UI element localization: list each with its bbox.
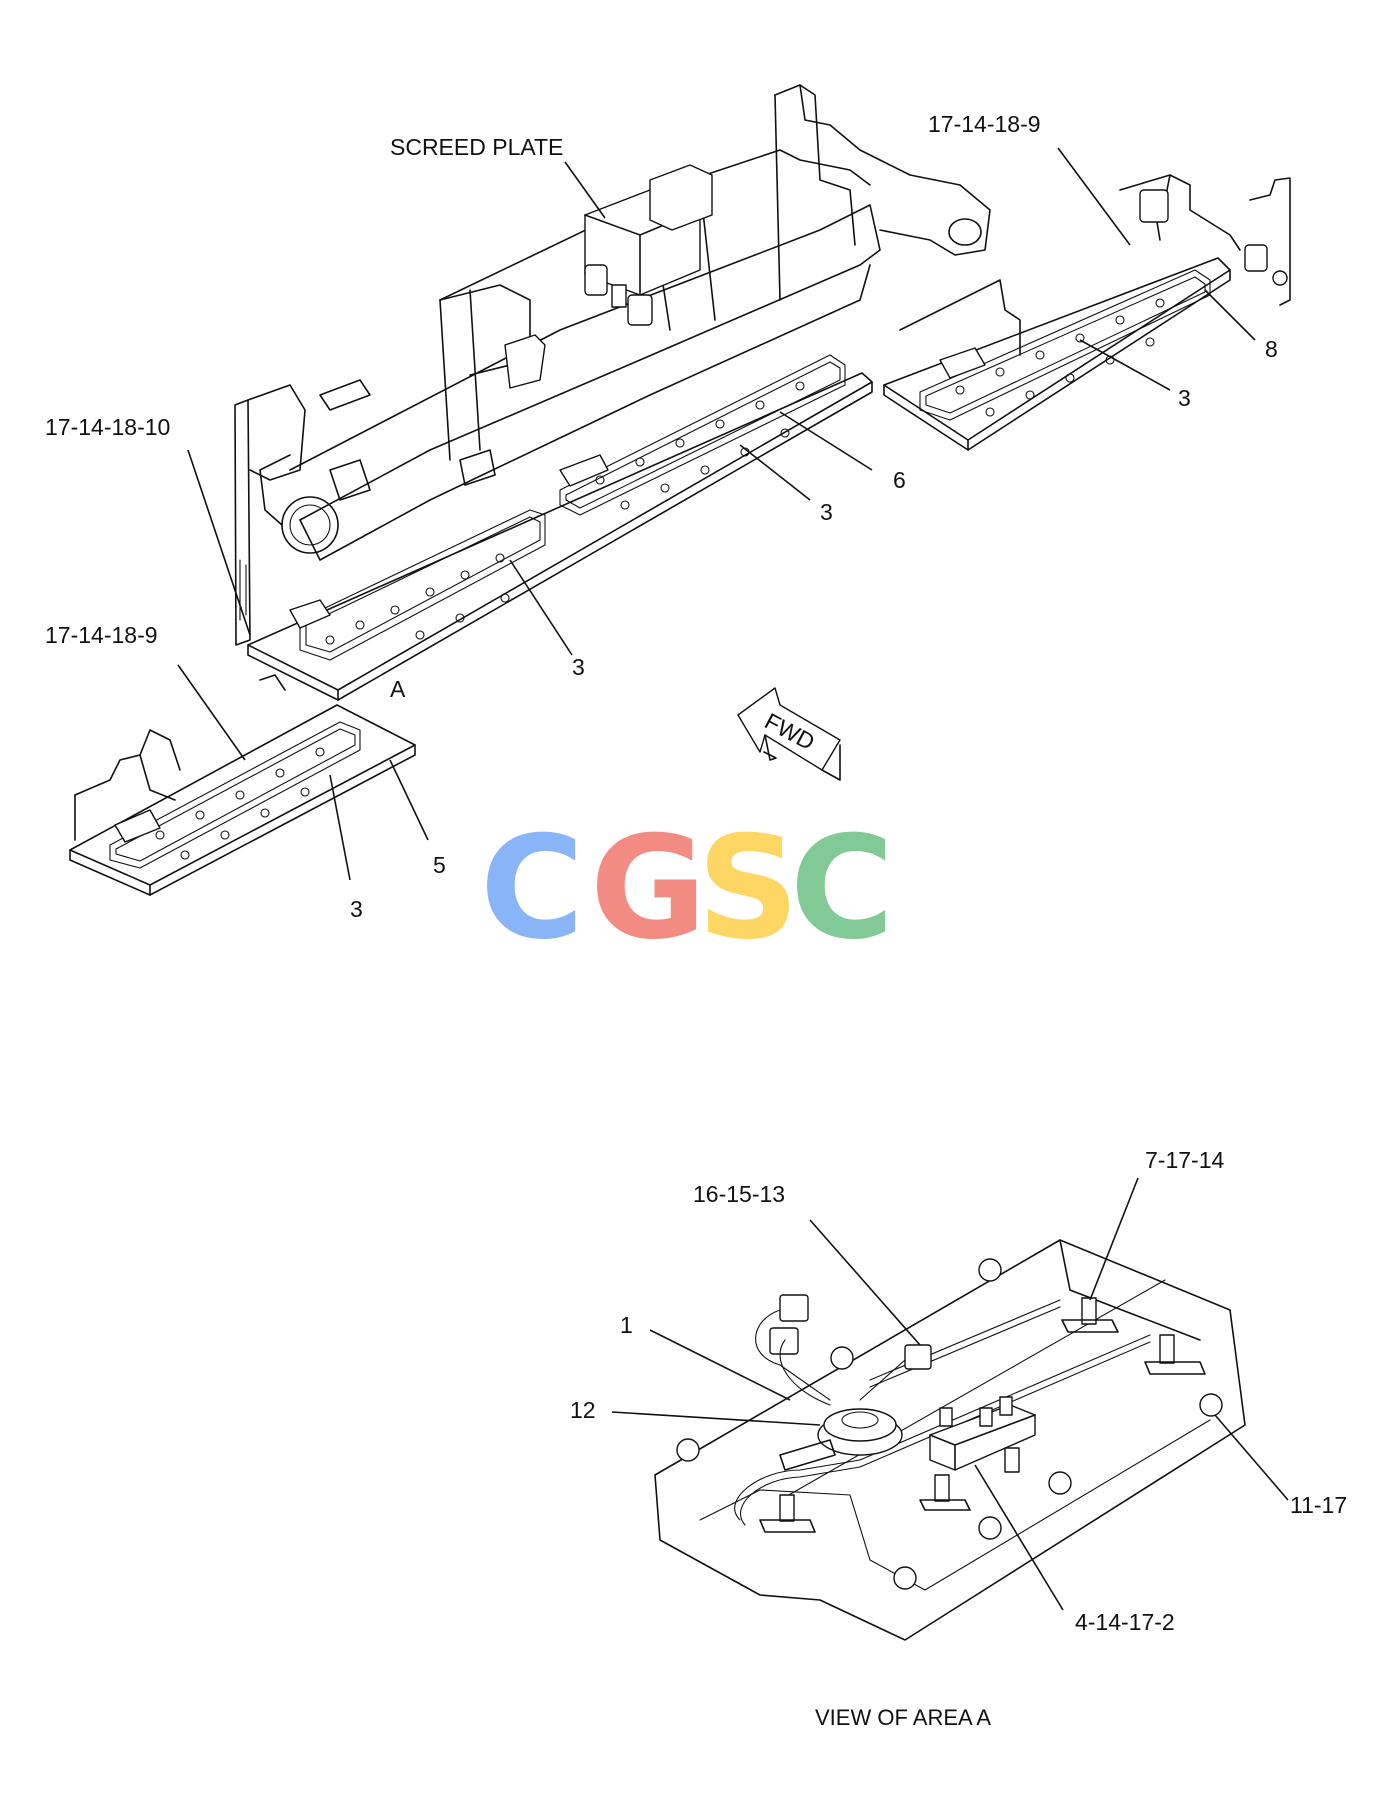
caption-view-area-a: VIEW OF AREA A: [815, 1705, 991, 1730]
watermark-letter-c2: C: [790, 806, 894, 971]
watermark-letter-s: S: [697, 806, 799, 971]
labels-lower: 7-17-14 16-15-13 1 12 11-17 4-14-17-2 VI…: [570, 1147, 1347, 1730]
fwd-arrow: FWD: [737, 687, 841, 781]
label-top-right-kit: 17-14-18-9: [928, 111, 1041, 137]
label-6: 6: [893, 467, 906, 493]
label-7-17-14: 7-17-14: [1145, 1147, 1224, 1173]
label-3-center-upper: 3: [820, 499, 833, 525]
label-11-17: 11-17: [1290, 1492, 1347, 1518]
labels-upper: SCREED PLATE 17-14-18-9 8 3 17-14-18-10 …: [45, 111, 1278, 922]
leader-lines-upper: [177, 147, 1256, 881]
label-5: 5: [433, 852, 446, 878]
label-3-left: 3: [350, 896, 363, 922]
label-16-15-13: 16-15-13: [693, 1181, 785, 1207]
label-screed-plate: SCREED PLATE: [390, 134, 563, 160]
right-extension: [883, 174, 1291, 451]
label-3-right: 3: [1178, 385, 1191, 411]
detail-view-a: [654, 1239, 1246, 1641]
watermark-letter-g: G: [590, 806, 707, 971]
label-1: 1: [620, 1312, 633, 1338]
label-area-a: A: [390, 676, 406, 702]
watermark-letter-c1: C: [480, 806, 584, 971]
label-left-top-kit: 17-14-18-10: [45, 414, 170, 440]
label-left-kit: 17-14-18-9: [45, 622, 158, 648]
cgsc-watermark: C G S C: [480, 806, 894, 971]
leader-lines-lower: [611, 1177, 1289, 1611]
center-heating-plate: [247, 354, 873, 701]
label-3-center-lower: 3: [572, 654, 585, 680]
left-extension: [69, 674, 416, 896]
screed-frame-drawing: [234, 84, 991, 646]
label-12: 12: [570, 1397, 596, 1423]
label-4-14-17-2: 4-14-17-2: [1075, 1609, 1175, 1635]
label-8: 8: [1265, 336, 1278, 362]
